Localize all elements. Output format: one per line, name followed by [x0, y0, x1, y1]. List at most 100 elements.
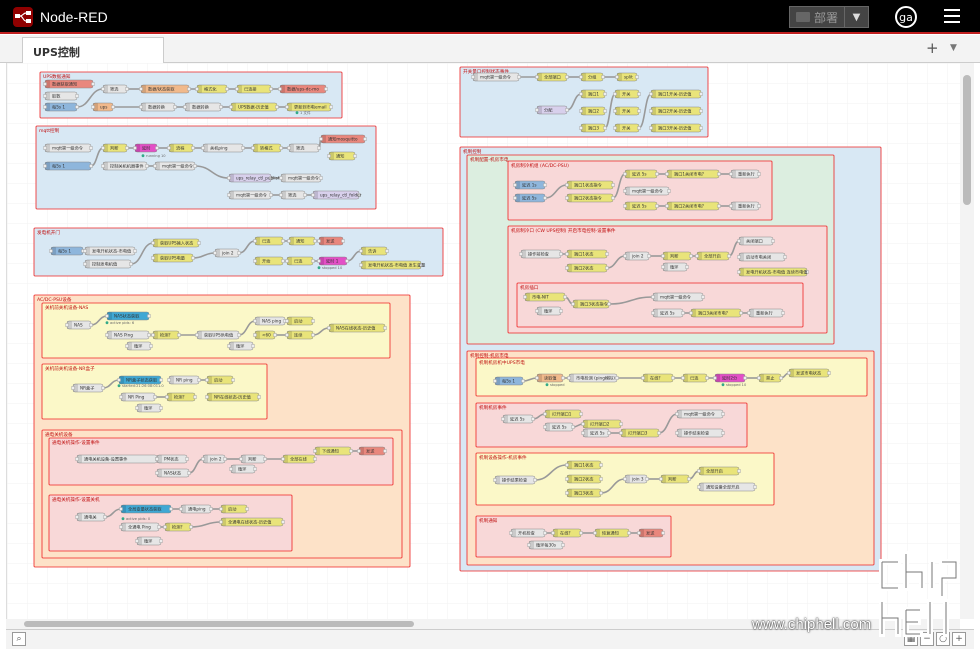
node-input-port[interactable] [571, 302, 575, 306]
node-input-port[interactable] [229, 467, 233, 471]
node-output-port[interactable] [689, 254, 693, 258]
flow-node[interactable]: 取数 [43, 91, 79, 101]
node-output-port[interactable] [543, 531, 547, 535]
flow-wire[interactable] [534, 464, 568, 481]
flow-node[interactable]: 控制发电机值 [83, 259, 133, 269]
node-input-port[interactable] [195, 87, 199, 91]
flow-wire[interactable] [608, 296, 654, 305]
node-input-port[interactable] [623, 254, 627, 258]
node-input-port[interactable] [613, 109, 617, 113]
node-input-port[interactable] [319, 137, 323, 141]
node-output-port[interactable] [89, 146, 93, 150]
node-output-port[interactable] [349, 449, 353, 453]
node-output-port[interactable] [101, 386, 105, 390]
node-output-port[interactable] [193, 395, 197, 399]
flow-node[interactable]: 数据/状态获取 [139, 84, 191, 94]
node-output-port[interactable] [269, 193, 273, 197]
flow-node[interactable]: NAS Ping [105, 330, 151, 340]
node-output-port[interactable] [599, 477, 603, 481]
node-input-port[interactable] [317, 239, 321, 243]
flow-node[interactable]: 判断 [661, 251, 693, 261]
node-input-port[interactable] [151, 241, 155, 245]
node-output-port[interactable] [159, 378, 163, 382]
zoom-in-icon[interactable]: + [952, 632, 966, 646]
node-input-port[interactable] [535, 376, 539, 380]
node-output-port[interactable] [311, 333, 315, 337]
node-input-port[interactable] [623, 189, 627, 193]
node-output-port[interactable] [275, 105, 279, 109]
node-input-port[interactable] [313, 449, 317, 453]
flow-node[interactable]: 端口3开关-历史值 [649, 123, 703, 133]
node-output-port[interactable] [607, 302, 611, 306]
flow-node[interactable]: 发电开机状态-市电值 发生变量 [359, 260, 426, 270]
flow-wire[interactable] [600, 478, 626, 494]
node-output-port[interactable] [345, 259, 349, 263]
node-output-port[interactable] [561, 543, 565, 547]
node-output-port[interactable] [209, 507, 213, 511]
flow-node[interactable]: ups_relay_ctl_folder [311, 190, 362, 200]
node-input-port[interactable] [327, 154, 331, 158]
flow-node[interactable]: 启动 [219, 504, 249, 514]
flow-node[interactable]: 获取UPS供电值 [195, 330, 241, 340]
node-input-port[interactable] [675, 412, 679, 416]
flow-node[interactable]: 已连接 [235, 84, 273, 94]
node-output-port[interactable] [671, 376, 675, 380]
node-input-port[interactable] [135, 406, 139, 410]
tab-ups-control[interactable]: UPS控制 [22, 37, 164, 63]
flow-node[interactable]: 全部开启 [695, 251, 731, 261]
node-output-port[interactable] [739, 311, 743, 315]
node-input-port[interactable] [139, 105, 143, 109]
flow-node[interactable]: 端口1状态 [565, 249, 609, 259]
node-input-port[interactable] [665, 172, 669, 176]
flow-node[interactable]: NAS状态 [155, 468, 191, 478]
flow-node[interactable]: 获取UPS输入状态 [151, 238, 201, 248]
node-input-port[interactable] [581, 431, 585, 435]
flow-wire[interactable] [102, 379, 120, 389]
node-output-port[interactable] [263, 457, 267, 461]
node-output-port[interactable] [615, 376, 619, 380]
flow-node[interactable]: 全局变量状态获取 [119, 504, 173, 514]
node-output-port[interactable] [383, 326, 387, 330]
node-output-port[interactable] [603, 126, 607, 130]
tab-list-icon[interactable]: ▼ [950, 43, 957, 53]
flow-node[interactable]: 端口2状态指令 [565, 193, 615, 203]
flow-wire[interactable] [190, 521, 222, 528]
user-avatar[interactable]: ga [895, 6, 917, 28]
node-output-port[interactable] [273, 333, 277, 337]
node-output-port[interactable] [645, 477, 649, 481]
flow-node[interactable]: 延时2分 [713, 373, 747, 383]
flow-node[interactable]: 恢复通知 [593, 528, 631, 538]
node-output-port[interactable] [559, 252, 563, 256]
node-input-port[interactable] [279, 193, 283, 197]
node-output-port[interactable] [611, 196, 615, 200]
flow-node[interactable]: 重新执行 [729, 201, 761, 211]
flow-node[interactable]: 更新到市电email [285, 102, 333, 112]
node-output-port[interactable] [129, 262, 133, 266]
flow-node[interactable]: 通电关 [75, 512, 107, 522]
node-input-port[interactable] [43, 164, 47, 168]
flow-node[interactable]: 操作前检查 [519, 249, 563, 259]
flow-node[interactable]: 获取UPS电量 [151, 253, 195, 263]
flow-node[interactable]: 关闭端口 [737, 236, 775, 246]
node-input-port[interactable] [737, 255, 741, 259]
node-input-port[interactable] [519, 252, 523, 256]
node-output-port[interactable] [667, 189, 671, 193]
node-input-port[interactable] [729, 204, 733, 208]
flow-node[interactable]: 关机ping [201, 143, 245, 153]
node-input-port[interactable] [227, 176, 231, 180]
node-output-port[interactable] [231, 378, 235, 382]
flow-node[interactable]: 延时 1 [317, 256, 349, 266]
flow-node[interactable]: 端口2关闭市电? [665, 201, 721, 211]
node-input-port[interactable] [105, 333, 109, 337]
node-output-port[interactable] [91, 82, 95, 86]
node-input-port[interactable] [581, 422, 585, 426]
flow-node[interactable]: NR Ping [119, 392, 157, 402]
node-output-port[interactable] [681, 311, 685, 315]
node-output-port[interactable] [153, 395, 157, 399]
node-input-port[interactable] [153, 164, 157, 168]
flow-node[interactable]: 发送 [317, 236, 345, 246]
node-output-port[interactable] [717, 172, 721, 176]
flow-node[interactable]: 发电开机状态-市电值 连续市电值 [737, 267, 809, 277]
flow-node[interactable]: 延迟 5s [623, 169, 659, 179]
node-output-port[interactable] [561, 376, 565, 380]
